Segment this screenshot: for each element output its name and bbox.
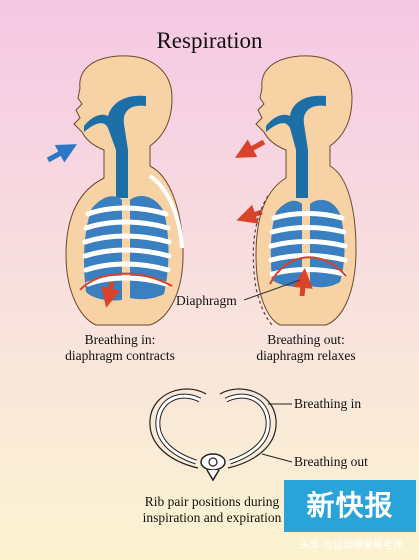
diaphragm-pointer: [243, 279, 301, 301]
breathing-in-caption: Breathing in: diaphragm contracts: [60, 332, 180, 363]
page-title: Respiration: [156, 28, 263, 53]
breathing-in-caption-line1: Breathing in:: [84, 332, 156, 347]
diaphragm-label: Diaphragm: [176, 293, 237, 308]
breathing-out-caption: Breathing out: diaphragm relaxes: [246, 332, 366, 363]
diaphragm-arrow-down: [100, 281, 121, 308]
rib-cross-section: [149, 388, 293, 482]
rib-label-breathing-in: Breathing in: [294, 396, 362, 411]
inhale-arrow: [46, 144, 78, 163]
diaphragm-line-out: [269, 256, 347, 285]
ribs-left: [82, 205, 172, 287]
torso-breathing-in: [46, 55, 184, 326]
chest-arrow: [236, 204, 263, 224]
breathing-out-caption-line1: Breathing out:: [267, 332, 345, 347]
rib-label-breathing-out: Breathing out: [294, 454, 368, 469]
watermark-handle: 头条 @运动康复陈老师: [300, 540, 404, 551]
rib-caption: Rib pair positions during inspiration an…: [126, 494, 298, 525]
rib-caption-line1: Rib pair positions during: [144, 494, 280, 509]
breathing-out-caption-line2: diaphragm relaxes: [256, 347, 356, 363]
watermark-logo: 新快报: [284, 480, 416, 532]
exhale-arrow: [234, 139, 266, 158]
diaphragm-arrow-up: [292, 268, 313, 297]
rib-caption-line2: inspiration and expiration: [142, 509, 282, 525]
breathing-in-caption-line2: diaphragm contracts: [65, 347, 175, 363]
airway: [84, 95, 146, 198]
torso-breathing-out: [234, 55, 357, 326]
diaphragm-line: [79, 272, 173, 291]
airway-out: [266, 95, 326, 198]
